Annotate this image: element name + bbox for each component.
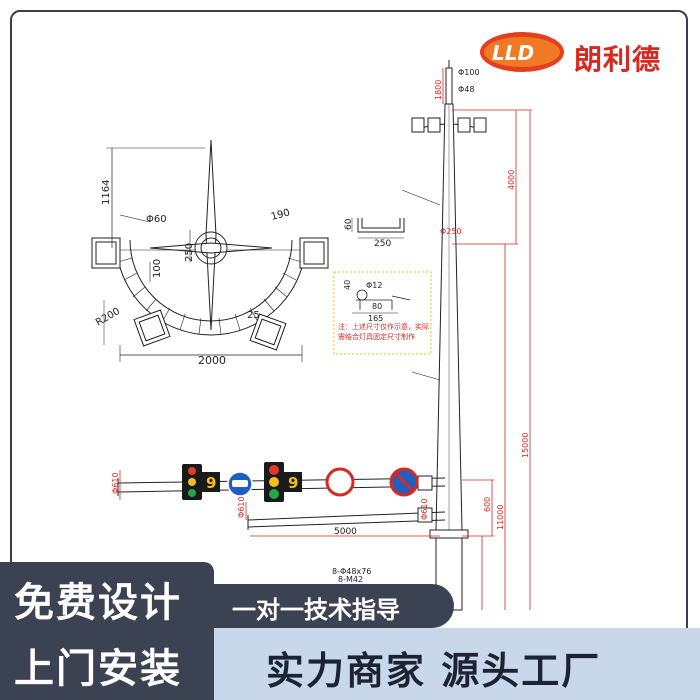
arm-arc-outer — [115, 239, 307, 336]
banner-tech-guidance: 一对一技术指导 — [232, 596, 400, 624]
dim-arm-dia: Φ610 — [111, 472, 120, 494]
svg-text:LLD: LLD — [492, 41, 534, 65]
sign-no-stopping — [389, 467, 419, 497]
bracket-detail — [352, 289, 411, 314]
svg-text:9: 9 — [206, 474, 216, 492]
star-spike-horizontal — [149, 242, 273, 254]
drawing-note: 注：上述尺寸仅作示意，实际需结合灯具固定尺寸制作 — [338, 323, 429, 341]
signal-head-1: 9 — [182, 464, 220, 500]
dim-plan-w: 2000 — [198, 354, 226, 367]
brand-name: 朗利德 — [574, 43, 662, 76]
dim-plan-25: 25 — [247, 310, 260, 321]
banner-middle: 一对一技术指导 — [214, 584, 454, 628]
dim-top-dia2: Φ48 — [458, 85, 474, 94]
dim-mid-dia: Φ250 — [440, 227, 462, 236]
sign-prohibition-red — [325, 467, 355, 497]
dim-bolts1: 8-Φ48x76 — [332, 567, 371, 576]
dim-upper-len: 4000 — [507, 170, 516, 190]
base-plate — [429, 529, 469, 539]
banner-onsite-install: 上门安装 — [14, 646, 182, 692]
dim-plan-d60: Φ60 — [146, 214, 167, 225]
dim-br-165: 165 — [368, 314, 383, 323]
sign-bicycle — [227, 471, 253, 497]
dim-plan-h: 1164 — [101, 180, 112, 205]
pole-red-dims — [119, 68, 532, 610]
dim-br-40: 40 — [343, 280, 352, 290]
dim-chan-250: 250 — [374, 239, 391, 249]
plan-dims: 1164 Φ60 190 250 100 R200 25 2000 — [94, 180, 291, 367]
center-ring-inner — [200, 237, 222, 259]
dim-arm-dia3: Φ610 — [420, 498, 429, 520]
brand-logo-icon: LLD — [480, 32, 564, 72]
signal-arm-lower — [247, 511, 446, 521]
star-spike-vertical — [205, 139, 217, 331]
dim-plan-250: 250 — [184, 243, 195, 262]
dim-plan-r: R200 — [94, 306, 122, 329]
dim-plan-100: 100 — [152, 259, 163, 278]
channel-detail — [351, 218, 405, 239]
banner-bottom: 实力商家 源头工厂 — [214, 628, 700, 700]
bracket-detail-box — [333, 271, 432, 355]
dim-arm-len: 5000 — [334, 527, 357, 537]
arm-arc-inner — [129, 239, 293, 322]
dim-sub-len: 11000 — [496, 505, 505, 530]
dim-top-dia: Φ100 — [458, 68, 480, 77]
signal-head-2: 9 — [264, 462, 302, 502]
dim-plan-190: 190 — [270, 207, 291, 223]
dim-bolts2: 8-M42 — [338, 575, 363, 584]
center-ring-outer — [194, 231, 228, 265]
dim-arm-dia2: Φ610 — [237, 496, 246, 518]
finial — [445, 67, 453, 105]
dim-br-80: 80 — [372, 302, 382, 311]
dim-chan-60: 60 — [344, 218, 354, 230]
banner-factory-slogan: 实力商家 源头工厂 — [266, 649, 602, 693]
dim-arm-gap: 600 — [483, 497, 492, 512]
dim-br-12: Φ12 — [366, 281, 382, 290]
banner-left: 免费设计 上门安装 — [0, 562, 214, 700]
dim-top-len: 1800 — [434, 80, 443, 100]
plan-view — [91, 139, 329, 362]
svg-text:9: 9 — [288, 474, 298, 492]
banner-free-design: 免费设计 — [14, 580, 182, 626]
brand: LLD 朗利德 — [478, 24, 678, 86]
dim-total-len: 15000 — [521, 433, 530, 458]
